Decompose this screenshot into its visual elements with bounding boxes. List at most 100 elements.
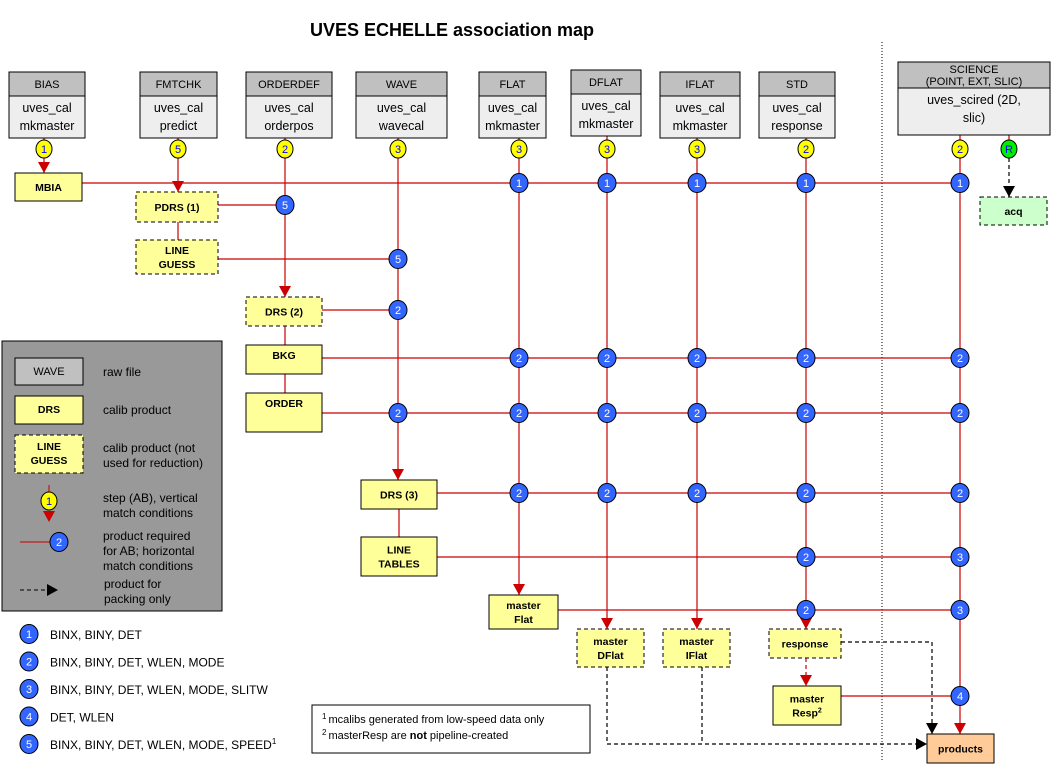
superscript: 2 bbox=[818, 708, 822, 715]
recipe-name: uves_cal bbox=[377, 101, 426, 115]
match-condition-number: 2 bbox=[516, 408, 522, 420]
raw-file-recipe-box bbox=[355, 95, 448, 139]
condition-fields: BINX, BINY, DET, WLEN, MODE, SLITW bbox=[50, 683, 268, 697]
product-box bbox=[245, 344, 323, 375]
raw-file-recipe-box bbox=[758, 95, 836, 139]
match-node: 2 bbox=[950, 483, 970, 503]
raw-file-science[interactable]: SCIENCE(POINT, EXT, SLIC)uves_scired (2D… bbox=[897, 61, 1051, 136]
match-circle-icon bbox=[796, 600, 816, 620]
recipe-name: slic) bbox=[963, 111, 985, 125]
match-circle-icon bbox=[388, 300, 408, 320]
match-node: 2 bbox=[49, 532, 69, 552]
product-label: Flat bbox=[514, 614, 533, 626]
match-circle-icon bbox=[597, 403, 617, 423]
match-condition-number: 2 bbox=[604, 353, 610, 365]
match-circle-icon bbox=[388, 403, 408, 423]
product-box bbox=[576, 628, 645, 668]
product-box bbox=[135, 191, 219, 223]
match-node: 2 bbox=[687, 348, 707, 368]
product-bkg[interactable]: BKG bbox=[245, 344, 323, 375]
product-label: ORDER bbox=[265, 398, 303, 410]
product-pdrs[interactable]: PDRS (1) bbox=[135, 191, 219, 223]
recipe-name: uves_scired (2D, bbox=[927, 93, 1021, 107]
product-acq[interactable]: acq bbox=[979, 196, 1048, 226]
match-circle-icon bbox=[796, 403, 816, 423]
product-products[interactable]: products bbox=[926, 733, 995, 764]
footnotes-frame bbox=[311, 704, 591, 754]
match-node: 4 bbox=[950, 686, 970, 706]
raw-file-header bbox=[659, 71, 741, 97]
condition-text: BINX, BINY, DET, WLEN, MODE, SPEED1 bbox=[50, 737, 277, 752]
legend-text: raw file bbox=[103, 365, 141, 379]
step-number: 1 bbox=[46, 496, 52, 508]
product-response[interactable]: response bbox=[768, 628, 842, 659]
match-circle-icon bbox=[796, 547, 816, 567]
acq-step-marker: R bbox=[1000, 139, 1018, 159]
step-marker: 3 bbox=[598, 139, 616, 159]
arrow-right-icon bbox=[47, 584, 58, 596]
arrow-down-icon bbox=[601, 618, 613, 629]
product-mbia[interactable]: MBIA bbox=[14, 172, 83, 202]
match-node: 2 bbox=[796, 348, 816, 368]
product-label: GUESS bbox=[159, 259, 196, 271]
match-circle-icon bbox=[597, 348, 617, 368]
match-condition-number: 5 bbox=[282, 200, 288, 212]
step-circle-icon bbox=[688, 139, 706, 159]
step-circle-icon bbox=[951, 139, 969, 159]
step-number: 3 bbox=[395, 144, 401, 156]
product-drs2[interactable]: DRS (2) bbox=[245, 296, 323, 327]
condition-text: BINX, BINY, DET, WLEN, MODE, SLITW bbox=[50, 683, 268, 697]
match-node: 2 bbox=[796, 600, 816, 620]
match-circle-icon bbox=[687, 483, 707, 503]
match-condition-number: 2 bbox=[803, 488, 809, 500]
match-circle-icon bbox=[49, 532, 69, 552]
match-condition-number: 2 bbox=[694, 408, 700, 420]
product-label: acq bbox=[1004, 206, 1022, 218]
arrow-down-icon bbox=[392, 469, 404, 480]
raw-file-label: ORDERDEF bbox=[258, 79, 320, 91]
condition-fields: BINX, BINY, DET bbox=[50, 628, 142, 642]
match-node: 2 bbox=[388, 300, 408, 320]
recipe-name: uves_cal bbox=[264, 101, 313, 115]
legend-text: calib product (not bbox=[103, 441, 196, 455]
product-box bbox=[772, 685, 842, 726]
match-node: 1 bbox=[687, 173, 707, 193]
arrow-down-icon bbox=[43, 511, 55, 522]
step-marker: 3 bbox=[389, 139, 407, 159]
recipe-name: mkmaster bbox=[579, 117, 634, 131]
step-circle-icon bbox=[35, 139, 53, 159]
product-label: DRS (3) bbox=[380, 490, 418, 502]
legend-text: product for bbox=[104, 577, 161, 591]
product-order[interactable]: ORDER bbox=[245, 392, 323, 433]
legend-text: packing only bbox=[104, 592, 171, 606]
recipe-name: wavecal bbox=[378, 119, 424, 133]
product-drs3[interactable]: DRS (3) bbox=[360, 479, 438, 510]
match-condition-number: 1 bbox=[957, 178, 963, 190]
legend-text: match conditions bbox=[103, 559, 193, 573]
match-circle-icon bbox=[687, 348, 707, 368]
match-node: 2 bbox=[509, 403, 529, 423]
match-node: 2 bbox=[687, 483, 707, 503]
product-box bbox=[14, 172, 83, 202]
product-box bbox=[245, 296, 323, 327]
product-label: master bbox=[679, 636, 713, 648]
step-circle-icon bbox=[389, 139, 407, 159]
match-node: 2 bbox=[950, 348, 970, 368]
match-circle-icon bbox=[597, 173, 617, 193]
match-node: 3 bbox=[950, 547, 970, 567]
raw-file-recipe-box bbox=[570, 93, 642, 137]
